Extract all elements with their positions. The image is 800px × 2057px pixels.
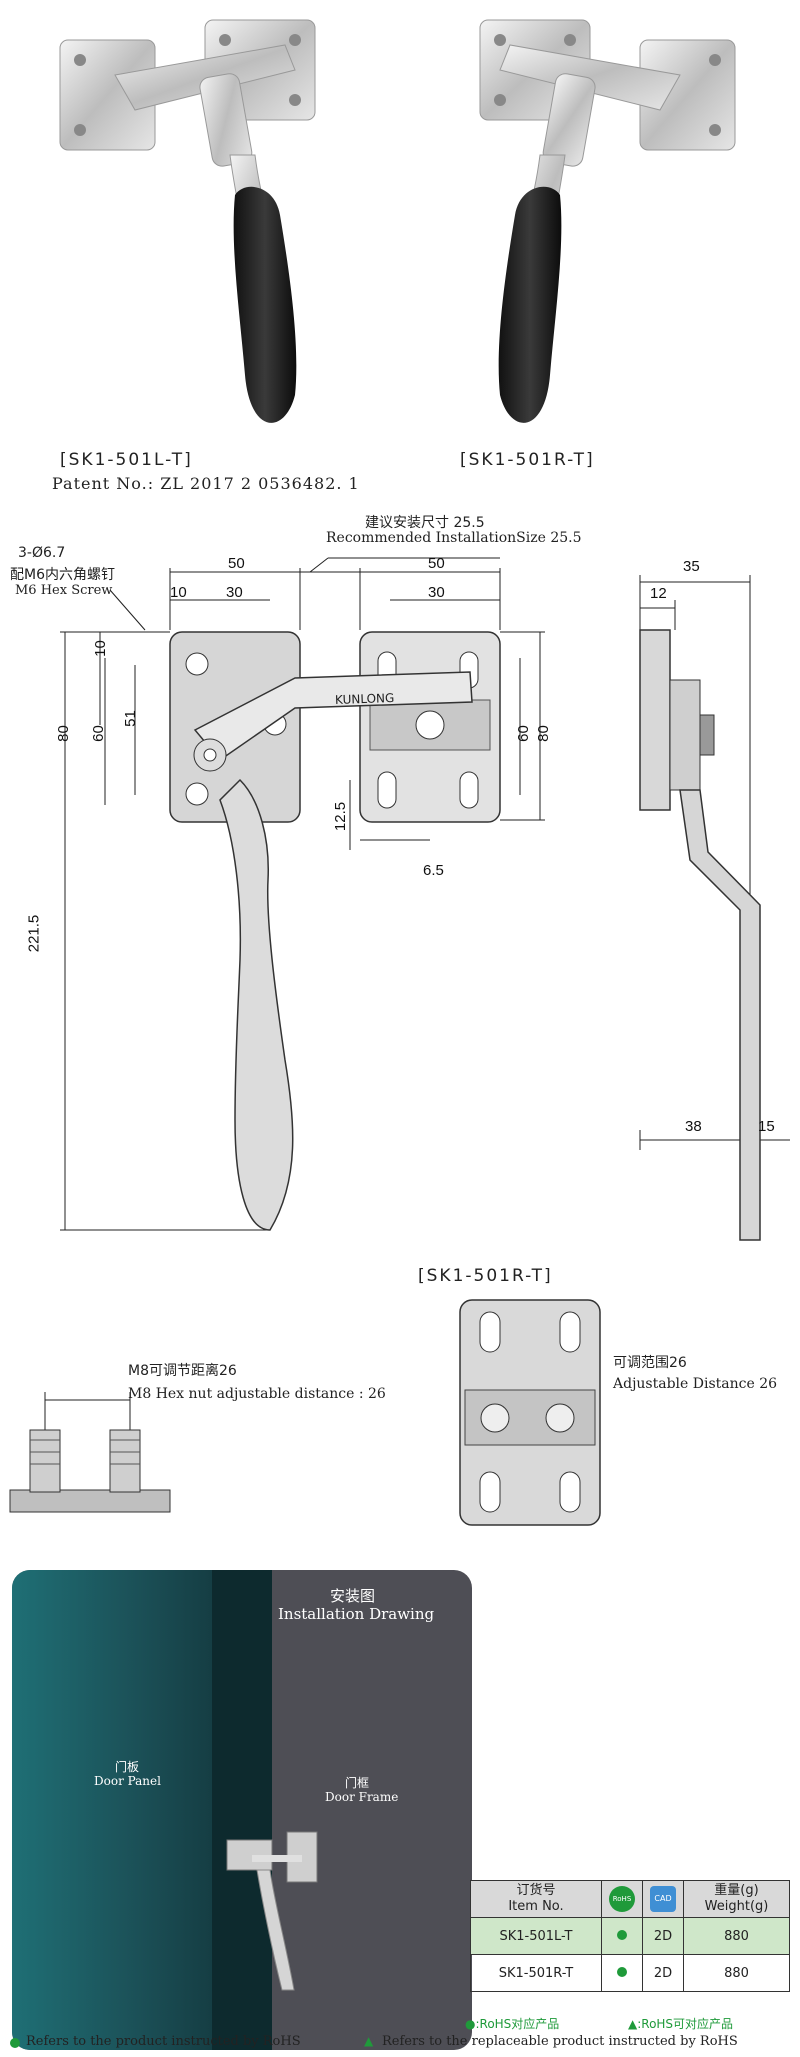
left-latch-photo: [59, 19, 316, 423]
cad-cell: 2D: [642, 1954, 684, 1992]
item-header-en: Item No.: [508, 1899, 564, 1914]
table-row: SK1-501L-T 2D 880: [470, 1917, 790, 1955]
legend-rohs-en: Refers to the product instructed by RoHS: [26, 2034, 301, 2049]
install-title-cn: 安装图: [330, 1587, 376, 1605]
rohs-dot-icon: [617, 1966, 627, 1977]
dim-50-left: 50: [228, 555, 245, 572]
dim-80-right: 80: [534, 725, 552, 742]
door-panel-cn: 门板: [115, 1760, 140, 1774]
recommended-size-en: Recommended InstallationSize 25.5: [326, 530, 582, 546]
dim-30-right: 30: [428, 584, 445, 601]
dim-10: 10: [170, 584, 187, 601]
patent-number: Patent No.: ZL 2017 2 0536482. 1: [52, 474, 360, 493]
right-product-label: [SK1-501R-T]: [460, 450, 595, 470]
left-product-label: [SK1-501L-T]: [60, 450, 193, 470]
recommended-size-cn: 建议安装尺寸 25.5: [365, 515, 485, 531]
weight-cell: 880: [683, 1917, 790, 1955]
dim-12-5: 12.5: [332, 801, 350, 832]
dim-51: 51: [121, 710, 139, 727]
m8-cn: M8可调节距离26: [128, 1363, 237, 1379]
dim-50-right: 50: [428, 555, 445, 572]
weight-header-en: Weight(g): [704, 1899, 769, 1914]
side-view-drawing: [639, 575, 790, 1241]
dim-80-left: 80: [54, 725, 72, 742]
weight-header-cn: 重量(g): [714, 1883, 759, 1898]
dim-38: 38: [685, 1118, 702, 1135]
legend-triangle-icon: ▲: [364, 2034, 374, 2048]
legend-rohs-cn: ●:RoHS对应产品: [465, 2017, 560, 2031]
item-cell: SK1-501L-T: [470, 1917, 602, 1955]
front-view-drawing: [60, 557, 545, 1231]
brand-mark: KUNLONG: [334, 690, 395, 708]
door-frame-cn: 门框: [345, 1776, 370, 1790]
installation-drawing: [12, 1570, 472, 2050]
legend-rohs-replace-cn: ▲:RoHS可对应产品: [628, 2017, 734, 2031]
right-latch-photo: [479, 19, 736, 423]
cad-cell: 2D: [642, 1917, 684, 1955]
weight-cell: 880: [683, 1954, 790, 1992]
range-cn: 可调范围26: [613, 1355, 687, 1371]
screw-en: M6 Hex Screw: [15, 583, 113, 598]
cad-badge-icon: CAD: [650, 1886, 676, 1912]
dim-15: 15: [758, 1118, 775, 1135]
m8-en: M8 Hex nut adjustable distance : 26: [128, 1386, 386, 1402]
table-row: SK1-501R-T 2D 880: [470, 1954, 790, 1992]
screw-cn: 配M6内六角螺钉: [10, 567, 115, 583]
dim-35: 35: [683, 558, 700, 575]
dim-221-5: 221.5: [25, 914, 43, 953]
dim-12: 12: [650, 585, 667, 602]
range-en: Adjustable Distance 26: [613, 1376, 778, 1392]
door-frame-en: Door Frame: [325, 1790, 399, 1804]
dim-10-vertical: 10: [91, 640, 109, 657]
legend-rohs-replace-en: Refers to the replaceable product instru…: [382, 2034, 738, 2049]
keeper-plate-drawing: [459, 1299, 601, 1526]
rohs-dot-icon: [617, 1929, 627, 1940]
item-header-cn: 订货号: [516, 1883, 556, 1898]
screw-count: 3-Ø6.7: [18, 545, 66, 561]
dim-60-right: 60: [514, 725, 532, 742]
legend-rohs-dot-icon: [10, 2038, 20, 2048]
dim-60-left: 60: [89, 725, 107, 742]
item-cell: SK1-501R-T: [470, 1954, 602, 1992]
door-panel-en: Door Panel: [94, 1774, 161, 1788]
install-title-en: Installation Drawing: [278, 1605, 435, 1623]
rohs-badge-icon: RoHS: [609, 1886, 635, 1912]
m8-section-drawing: [9, 1392, 171, 1513]
dim-6-5: 6.5: [423, 862, 444, 879]
adjust-title: [SK1-501R-T]: [418, 1266, 553, 1286]
dim-30-left: 30: [226, 584, 243, 601]
